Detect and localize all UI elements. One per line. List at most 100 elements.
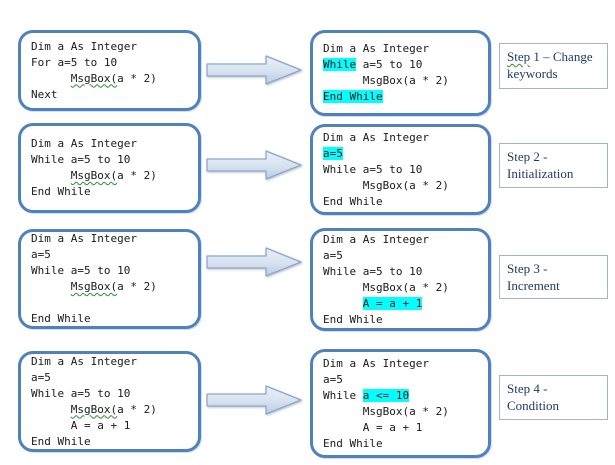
code-text: Dim a As Integer xyxy=(31,232,137,245)
code-text: A = a + 1 xyxy=(323,420,423,434)
code-text: a=5 xyxy=(323,372,343,386)
code-line: Dim a As Integer xyxy=(323,41,484,57)
code-box-step4-after: Dim a As Integer a=5 While a <= 10 MsgBo… xyxy=(310,349,491,458)
transform-arrow-icon xyxy=(206,55,303,85)
code-text: a=5 xyxy=(31,248,51,261)
code-line: While a=5 to 10 xyxy=(31,152,194,168)
code-line: Next xyxy=(31,87,194,103)
code-line: While a <= 10 xyxy=(323,388,484,404)
code-text: a * 2) xyxy=(117,71,157,85)
code-line: A = a + 1 xyxy=(323,296,484,312)
code-line: End While xyxy=(31,311,194,327)
code-text: End While xyxy=(31,185,91,198)
code-line: Dim a As Integer xyxy=(31,136,194,152)
code-text xyxy=(31,280,71,293)
transform-arrow-icon xyxy=(206,385,303,415)
step-label-text: 1 – Change keywords xyxy=(507,49,593,81)
code-box-step1-after: Dim a As Integer While a=5 to 10 MsgBox(… xyxy=(310,30,491,116)
code-text: Dim a As Integer xyxy=(323,232,429,246)
code-line: Dim a As Integer xyxy=(323,130,484,146)
code-text: MsgBox(a * 2) xyxy=(323,404,449,418)
code-text: Dim a As Integer xyxy=(31,39,137,53)
misspelled-text: MsgBox( xyxy=(70,169,118,182)
code-text: End While xyxy=(323,436,383,450)
code-line: MsgBox(a * 2) xyxy=(323,404,484,420)
code-line: A = a + 1 xyxy=(323,420,484,436)
code-text xyxy=(323,297,363,310)
code-text: While xyxy=(323,388,363,402)
code-text: While a=5 to 10 xyxy=(323,162,423,176)
code-text: Dim a As Integer xyxy=(323,356,429,370)
code-line: MsgBox(a * 2) xyxy=(31,168,194,184)
code-line: MsgBox(a * 2) xyxy=(31,402,194,418)
code-text: While a=5 to 10 xyxy=(31,153,131,166)
code-line: Dim a As Integer xyxy=(31,354,194,370)
code-line: Dim a As Integer xyxy=(31,39,194,55)
code-line: a=5 xyxy=(323,146,484,162)
code-text: Dim a As Integer xyxy=(31,354,137,368)
code-box-step2-before: Dim a As Integer While a=5 to 10 MsgBox(… xyxy=(18,123,201,213)
highlighted-text: While xyxy=(323,58,357,71)
code-text xyxy=(31,403,71,416)
step-label-2: Step 2 - Initialization xyxy=(499,143,608,188)
code-line: A = a + 1 xyxy=(31,418,194,434)
step-label-3: Step 3 - Increment xyxy=(499,255,608,299)
highlighted-text: a=5 xyxy=(323,146,343,160)
code-line: MsgBox(a * 2) xyxy=(323,280,484,296)
highlighted-text: End While xyxy=(323,90,383,103)
code-line: End While xyxy=(323,89,484,105)
transform-arrow-icon xyxy=(206,247,303,277)
code-text: a * 2) xyxy=(117,169,157,182)
step-label-1: Step 1 – Change keywords xyxy=(499,43,608,89)
code-line: MsgBox(a * 2) xyxy=(323,178,484,194)
misspelled-text: MsgBox( xyxy=(70,71,118,85)
code-line: End While xyxy=(323,312,484,328)
code-line: While a=5 to 10 xyxy=(31,263,194,279)
code-line: While a=5 to 10 xyxy=(31,386,194,402)
misspelled-text: MsgBox( xyxy=(70,402,118,416)
step-label-text: Step 3 - Increment xyxy=(507,261,560,293)
code-line: a=5 xyxy=(323,372,484,388)
code-text: a=5 to 10 xyxy=(356,58,423,71)
code-line: End While xyxy=(323,436,484,452)
transform-arrow-icon xyxy=(206,150,303,180)
code-line: a=5 xyxy=(323,248,484,264)
code-line: a=5 xyxy=(31,370,194,386)
code-line: While a=5 to 10 xyxy=(323,162,484,178)
code-text: While a=5 to 10 xyxy=(31,386,131,400)
code-text: End While xyxy=(31,434,91,448)
code-line-blank xyxy=(31,295,194,311)
code-text: MsgBox(a * 2) xyxy=(323,178,449,192)
code-text: End While xyxy=(323,312,383,326)
code-text: MsgBox(a * 2) xyxy=(323,74,449,87)
code-box-step2-after: Dim a As Integer a=5 While a=5 to 10 Msg… xyxy=(310,124,491,215)
code-text: While a=5 to 10 xyxy=(31,264,131,277)
highlighted-text: a <= 10 xyxy=(362,388,410,402)
code-text: Dim a As Integer xyxy=(323,42,429,55)
code-box-step1-before: Dim a As Integer For a=5 to 10 MsgBox(a … xyxy=(18,30,201,111)
code-text: a=5 xyxy=(323,248,343,262)
step-label-text: Step 2 - Initialization xyxy=(507,149,574,181)
code-line: While a=5 to 10 xyxy=(323,264,484,280)
code-line: Dim a As Integer xyxy=(31,231,194,247)
misspelled-text: MsgBox( xyxy=(70,280,118,293)
code-text: a * 2) xyxy=(117,280,157,293)
code-text: A = a + 1 xyxy=(31,418,131,432)
code-line: a=5 xyxy=(31,247,194,263)
misspelled-text: Step xyxy=(507,49,531,64)
code-line: While a=5 to 10 xyxy=(323,57,484,73)
code-line: MsgBox(a * 2) xyxy=(31,71,194,87)
code-box-step4-before: Dim a As Integer a=5 While a=5 to 10 Msg… xyxy=(18,351,201,452)
code-box-step3-before: Dim a As Integer a=5 While a=5 to 10 Msg… xyxy=(18,229,201,329)
code-text: End While xyxy=(323,194,383,208)
code-text: a * 2) xyxy=(117,402,157,416)
code-text: Dim a As Integer xyxy=(31,137,137,150)
code-text: MsgBox(a * 2) xyxy=(323,280,449,294)
step-label-text: Step 4 - Condition xyxy=(507,381,560,413)
code-text: Dim a As Integer xyxy=(323,130,429,144)
highlighted-text: A = a + 1 xyxy=(362,296,423,310)
code-text xyxy=(31,169,71,182)
code-text: End While xyxy=(31,312,91,325)
code-line: End While xyxy=(31,434,194,450)
